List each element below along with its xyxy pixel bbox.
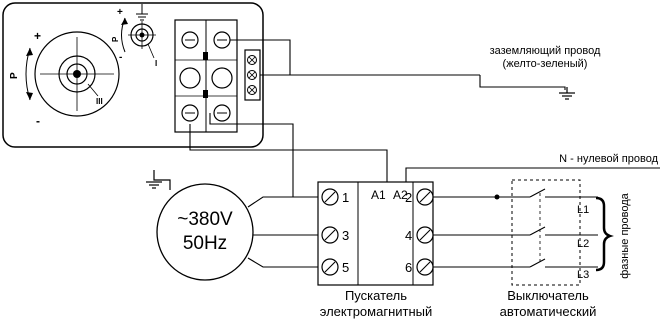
ground-wire-label-2: (желто-зеленый): [503, 58, 588, 70]
large-pressure-dial: [25, 31, 120, 117]
motor-circle: [156, 183, 254, 281]
starter-label-1: Пускатель: [345, 288, 407, 303]
minus-label-large: -: [36, 114, 40, 128]
dial-roman-one: I: [155, 59, 157, 68]
circuit-breaker-box: [511, 179, 581, 286]
earth-ground-symbol: [559, 87, 575, 100]
p-label-small: P: [111, 36, 120, 42]
minus-label-small: -: [119, 52, 122, 63]
terminal-1-label: 1: [342, 190, 349, 205]
terminal-4-label: 4: [405, 228, 412, 243]
switch-terminal-block: [174, 19, 238, 133]
plus-label-small: +: [117, 7, 123, 18]
terminal-5-label: 5: [342, 260, 349, 275]
breaker-label-1: Выключатель: [507, 288, 589, 303]
motor-freq-label: 50Hz: [183, 233, 227, 254]
small-differential-dial: [121, 4, 156, 59]
starter-label-2: электромагнитный: [320, 304, 433, 319]
dial-roman-three: III: [96, 97, 103, 106]
motor-voltage-label: ~380V: [177, 209, 233, 230]
magnetic-starter: [317, 181, 434, 286]
neutral-wire: [405, 167, 660, 182]
junction-dot: [494, 194, 500, 200]
coil-a1-label: A1: [371, 188, 386, 202]
motor-wires: [247, 196, 318, 268]
phase-l2-label: L2: [577, 238, 589, 250]
phase-wires-label: фазные провода: [619, 192, 631, 278]
coil-a2-label: A2: [393, 188, 408, 202]
ground-terminal-strip: [244, 49, 261, 101]
terminal-2-label: 2: [405, 190, 412, 205]
neutral-wire-label: N - нулевой провод: [559, 153, 658, 165]
phase-l3-label: L3: [577, 269, 589, 281]
terminal-3-label: 3: [342, 228, 349, 243]
phase-brace: [595, 196, 614, 272]
motor-ground-symbol: [146, 170, 171, 190]
terminal-6-label: 6: [405, 260, 412, 275]
ground-wire-label-1: заземляющий провод: [490, 45, 601, 57]
breaker-switches: [529, 188, 598, 268]
phase-l1-label: L1: [577, 204, 589, 216]
breaker-label-2: автоматический: [500, 304, 597, 319]
p-label-large: P: [9, 72, 20, 79]
starter-breaker-wires: [433, 196, 530, 268]
plus-label-large: +: [34, 29, 41, 43]
